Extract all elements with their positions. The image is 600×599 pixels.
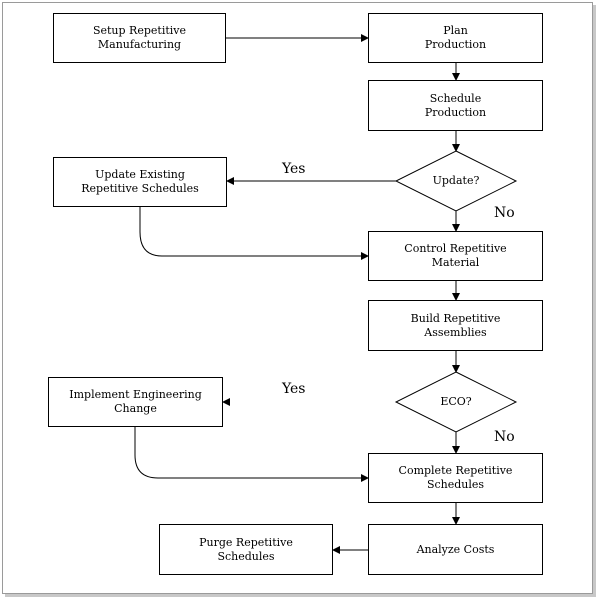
eco-decision-label: ECO? <box>440 395 472 408</box>
update-existing-schedules-box: Update Existing Repetitive Schedules <box>53 157 227 207</box>
purge-repetitive-schedules-box: Purge Repetitive Schedules <box>159 524 333 575</box>
update-decision-diamond <box>394 150 518 212</box>
eco-decision-diamond <box>394 371 518 433</box>
complete-label: Complete Repetitive Schedules <box>398 464 513 491</box>
arrow-implement-to-complete <box>134 427 369 482</box>
plan-label: Plan Production <box>424 24 487 51</box>
purge-label: Purge Repetitive Schedules <box>199 535 293 563</box>
build-repetitive-assemblies-box: Build Repetitive Assemblies <box>368 300 543 351</box>
build-label: Build Repetitive Assemblies <box>410 311 501 339</box>
schedule-label: Schedule Production <box>424 91 487 119</box>
setup-label: Setup Repetitive Manufacturing <box>92 24 187 51</box>
control-label: Control Repetitive Material <box>404 242 507 269</box>
update-no-label: No <box>494 205 515 221</box>
implement-engineering-change-box: Implement Engineering Change <box>48 377 223 427</box>
update-existing-label: Update Existing Repetitive Schedules <box>81 168 199 195</box>
eco-no-label: No <box>494 429 515 445</box>
update-yes-label: Yes <box>282 161 306 177</box>
update-decision-label: Update? <box>432 174 480 187</box>
eco-yes-label: Yes <box>282 381 306 397</box>
setup-repetitive-manufacturing-box: Setup Repetitive Manufacturing <box>53 13 226 63</box>
implement-label: Implement Engineering Change <box>69 388 202 415</box>
analyze-label: Analyze Costs <box>416 542 495 556</box>
analyze-costs-box: Analyze Costs <box>368 524 543 575</box>
plan-production-box: Plan Production <box>368 13 543 63</box>
control-repetitive-material-box: Control Repetitive Material <box>368 231 543 281</box>
complete-repetitive-schedules-box: Complete Repetitive Schedules <box>368 453 543 503</box>
schedule-production-box: Schedule Production <box>368 80 543 131</box>
arrow-update-existing-to-control <box>139 207 369 260</box>
